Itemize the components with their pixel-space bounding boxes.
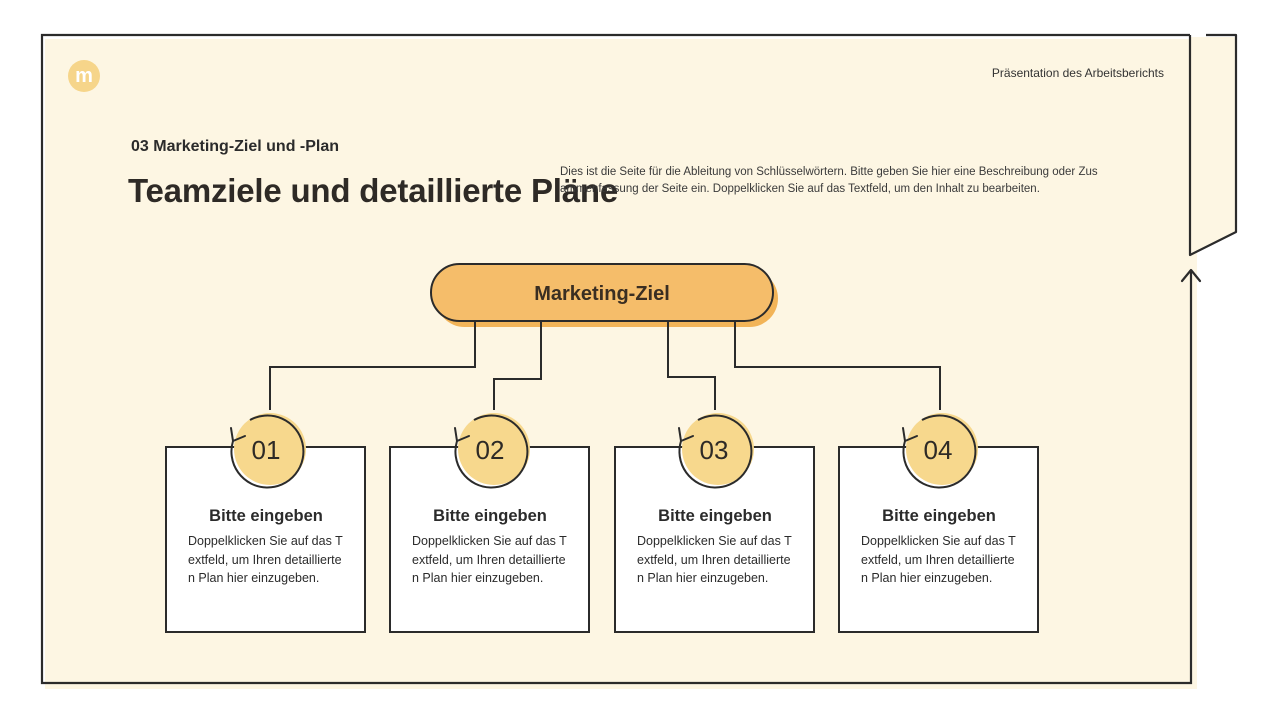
folded-corner-outline	[1188, 33, 1238, 257]
presentation-label: Präsentation des Arbeitsberichts	[991, 66, 1164, 80]
connector-lines	[269, 322, 941, 410]
goal-pill	[430, 263, 774, 322]
card-body-3[interactable]: Doppelklicken Sie auf das Textfeld, um I…	[637, 534, 792, 585]
card-title-1[interactable]: Bitte eingeben	[209, 507, 323, 525]
card-body-4[interactable]: Doppelklicken Sie auf das Textfeld, um I…	[861, 534, 1016, 585]
card-number-1: 01	[251, 434, 281, 465]
section-label[interactable]: 03 Marketing-Ziel und -Plan	[131, 138, 340, 155]
page-title[interactable]: Teamziele und detaillierte Pläne	[128, 172, 618, 209]
slide-frame	[40, 33, 1193, 685]
card-number-3: 03	[699, 434, 729, 465]
card-number-2: 02	[475, 434, 505, 465]
card-body-2[interactable]: Doppelklicken Sie auf das Textfeld, um I…	[412, 534, 567, 585]
logo: m	[68, 60, 100, 92]
card-body-1[interactable]: Doppelklicken Sie auf das Textfeld, um I…	[188, 534, 343, 585]
card-title-2[interactable]: Bitte eingeben	[433, 507, 547, 525]
card-title-3[interactable]: Bitte eingeben	[658, 507, 772, 525]
goal-label[interactable]: Marketing-Ziel	[534, 282, 670, 305]
frame-arrow-head	[1180, 268, 1202, 283]
logo-letter: m	[75, 65, 93, 87]
folded-corner-fill	[1190, 37, 1236, 255]
description-textbox[interactable]: Dies ist die Seite für die Ableitung von…	[560, 166, 1098, 195]
card-number-4: 04	[923, 434, 953, 465]
number-circles	[230, 413, 978, 489]
card-title-4[interactable]: Bitte eingeben	[882, 507, 996, 525]
